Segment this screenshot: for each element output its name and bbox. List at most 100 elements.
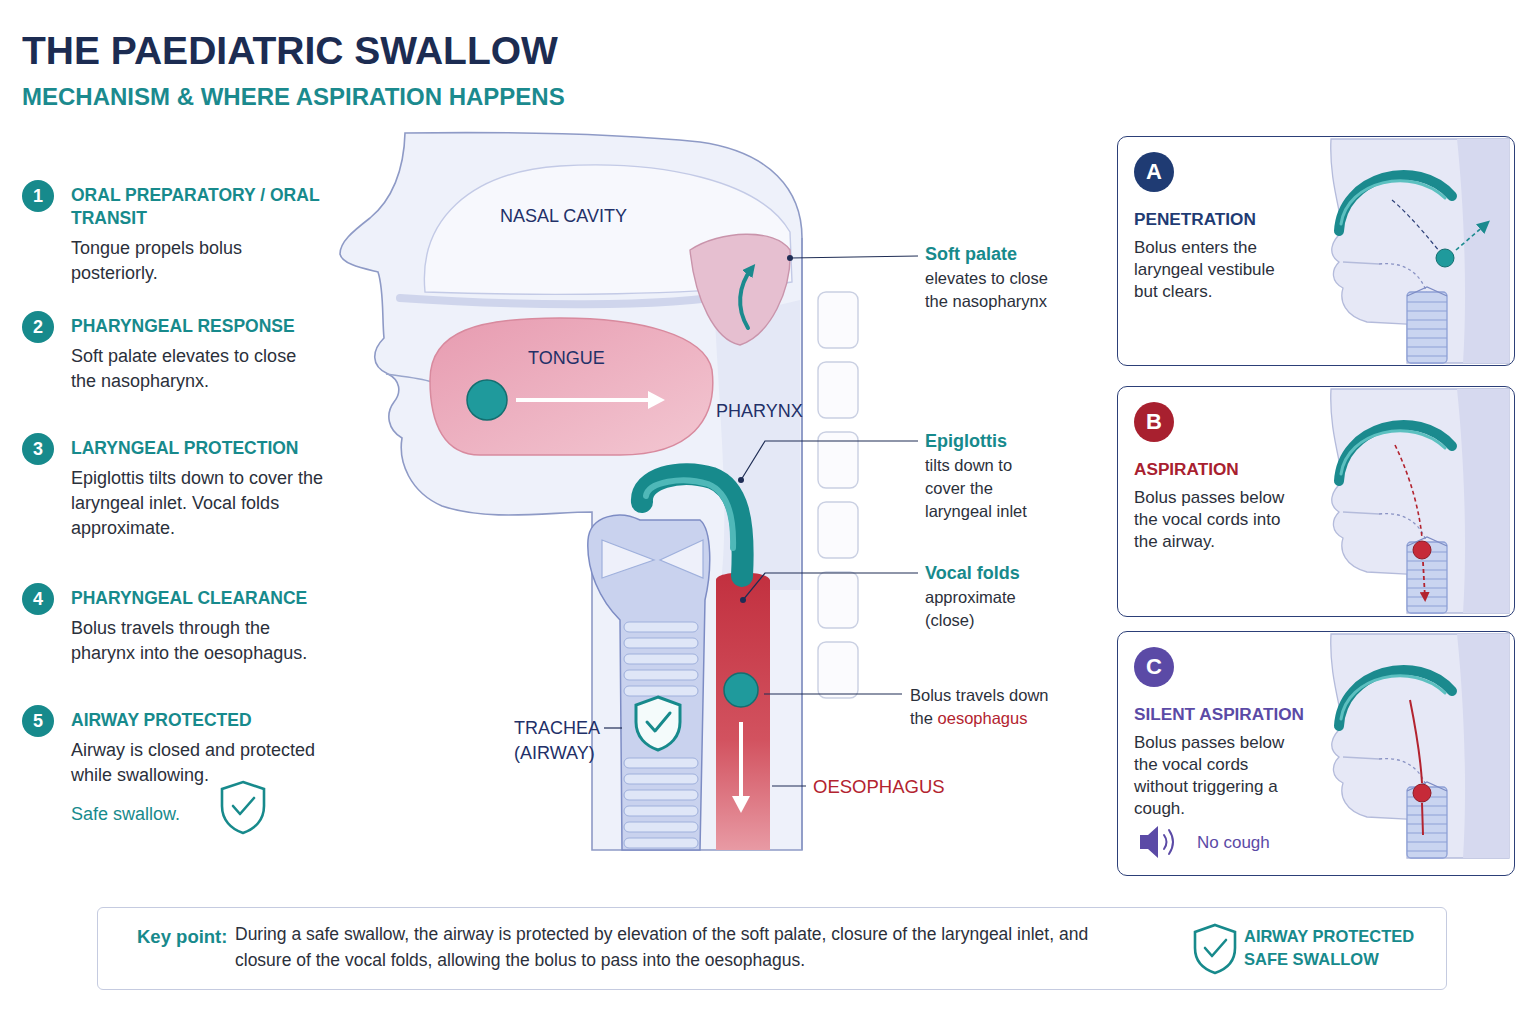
vertebra xyxy=(818,502,858,558)
panel-description: Bolus passes below the vocal cords into … xyxy=(1134,487,1302,553)
aspiration-arrow xyxy=(1423,562,1425,598)
key-point-box: Key point:During a safe swallow, the air… xyxy=(97,907,1447,990)
step-number: 4 xyxy=(22,583,54,615)
step-number: 1 xyxy=(22,180,54,212)
region-label: NASAL CAVITY xyxy=(500,205,627,228)
vertebra xyxy=(818,362,858,418)
callout-text: oesophagus xyxy=(938,709,1028,727)
soft-palate xyxy=(690,234,790,345)
step-note: Safe swallow. xyxy=(71,802,211,827)
leader-dot xyxy=(738,477,744,483)
panel-note: No cough xyxy=(1197,832,1270,854)
bolus xyxy=(1413,784,1431,802)
oesophagus xyxy=(716,573,770,851)
callout-text: elevates to close the nasopharynx xyxy=(925,267,1070,313)
trachea-ring xyxy=(624,838,698,848)
trachea-ring xyxy=(624,638,698,648)
panel-description: Bolus passes below the vocal cords witho… xyxy=(1134,732,1302,820)
step-heading: PHARYNGEAL CLEARANCE xyxy=(71,587,339,610)
step-description: Epiglottis tilts down to cover the laryn… xyxy=(71,466,326,541)
leader-line xyxy=(790,256,918,258)
info-panel: A PENETRATION Bolus enters the laryngeal v… xyxy=(1117,136,1515,366)
elevation-arrow xyxy=(740,268,752,328)
bolus-arrow xyxy=(516,398,650,402)
larynx xyxy=(588,515,710,850)
clearing-arrow xyxy=(1456,224,1486,250)
panel-letter: C xyxy=(1134,647,1174,687)
trachea-ring xyxy=(624,822,698,832)
lip-line xyxy=(386,374,432,382)
mini-throat-illustration xyxy=(1331,634,1509,858)
trachea-ring xyxy=(624,774,698,784)
shield-icon xyxy=(222,782,264,833)
panel-heading: SILENT ASPIRATION xyxy=(1134,702,1316,726)
region-label: TONGUE xyxy=(528,347,605,370)
bolus xyxy=(467,380,507,420)
mini-throat-illustration xyxy=(1331,139,1509,363)
epiglottis-shine xyxy=(646,480,733,548)
region-label: TRACHEA (AIRWAY) xyxy=(514,716,624,766)
callout-heading: Vocal folds xyxy=(925,562,1020,585)
leader-lines xyxy=(604,256,918,786)
step-heading: ORAL PREPARATORY / ORAL TRANSIT xyxy=(71,184,339,230)
step-description: Bolus travels through the pharynx into t… xyxy=(71,616,326,666)
panel-letter: A xyxy=(1134,152,1174,192)
check-mark xyxy=(647,713,670,731)
hard-palate xyxy=(400,294,740,304)
key-badge: AIRWAY PROTECTED SAFE SWALLOW xyxy=(1244,925,1439,971)
callout-heading: Soft palate xyxy=(925,243,1017,266)
shield-icon xyxy=(1195,925,1235,973)
bolus xyxy=(1413,541,1431,559)
trachea-ring xyxy=(624,686,698,696)
step-number: 5 xyxy=(22,705,54,737)
leader-line xyxy=(604,727,622,728)
step-description: Airway is closed and protected while swa… xyxy=(71,738,326,788)
step-description: Soft palate elevates to close the nasoph… xyxy=(71,344,326,394)
panel-heading: ASPIRATION xyxy=(1134,457,1316,481)
bolus xyxy=(1436,249,1454,267)
leader-line xyxy=(772,785,806,786)
trachea-ring xyxy=(624,622,698,632)
step-heading: AIRWAY PROTECTED xyxy=(71,709,339,732)
panel-heading: PENETRATION xyxy=(1134,207,1316,231)
panel-letter: B xyxy=(1134,402,1174,442)
trachea-ring xyxy=(624,670,698,680)
leader-dot xyxy=(740,597,746,603)
check-mark xyxy=(233,798,254,814)
bolus-path xyxy=(1395,445,1422,538)
step-heading: LARYNGEAL PROTECTION xyxy=(71,437,339,460)
step-item: 5 AIRWAY PROTECTED Airway is closed and pr… xyxy=(22,705,352,827)
step-description: Tongue propels bolus posteriorly. xyxy=(71,236,326,286)
check-mark xyxy=(1205,940,1226,956)
vocal-fold xyxy=(660,540,703,578)
bolus-arrow-head xyxy=(732,796,750,813)
shield-icon xyxy=(636,697,680,750)
tongue xyxy=(430,318,713,455)
epiglottis xyxy=(642,474,743,576)
step-item: 3LARYNGEAL PROTECTIONEpiglottis tilts do… xyxy=(22,433,352,541)
step-item: 2PHARYNGEAL RESPONSESoft palate elevates… xyxy=(22,311,352,394)
vertebra xyxy=(818,572,858,628)
bolus-path xyxy=(1422,803,1423,835)
pharynx-back-wall xyxy=(801,238,803,850)
vocal-fold xyxy=(602,540,654,578)
title: THE PAEDIATRIC SWALLOW xyxy=(22,28,558,74)
step-item: 1 ORAL PREPARATORY / ORAL TRANSIT Tongue p… xyxy=(22,180,352,286)
trachea-ring xyxy=(624,790,698,800)
panel-description: Bolus enters the laryngeal vestibule but… xyxy=(1134,237,1302,303)
info-panel: C SILENT ASPIRATION Bolus passes below the… xyxy=(1117,631,1515,876)
leader-dot xyxy=(787,255,793,261)
region-label: OESOPHAGUS xyxy=(813,775,945,799)
head-outline xyxy=(340,133,802,850)
speaker-icon xyxy=(1140,826,1158,858)
step-number: 2 xyxy=(22,311,54,343)
callout-note: Bolus travels down theoesophagus xyxy=(910,684,1060,730)
key-label: Key point: xyxy=(137,924,227,950)
callout-text: tilts down to cover the laryngeal inlet xyxy=(925,454,1043,523)
leader-line xyxy=(764,693,902,694)
callout-text: approximate (close) xyxy=(925,586,1035,632)
bolus-path xyxy=(1392,200,1440,252)
mini-throat-illustration xyxy=(1331,389,1509,613)
trachea-ring xyxy=(624,758,698,768)
